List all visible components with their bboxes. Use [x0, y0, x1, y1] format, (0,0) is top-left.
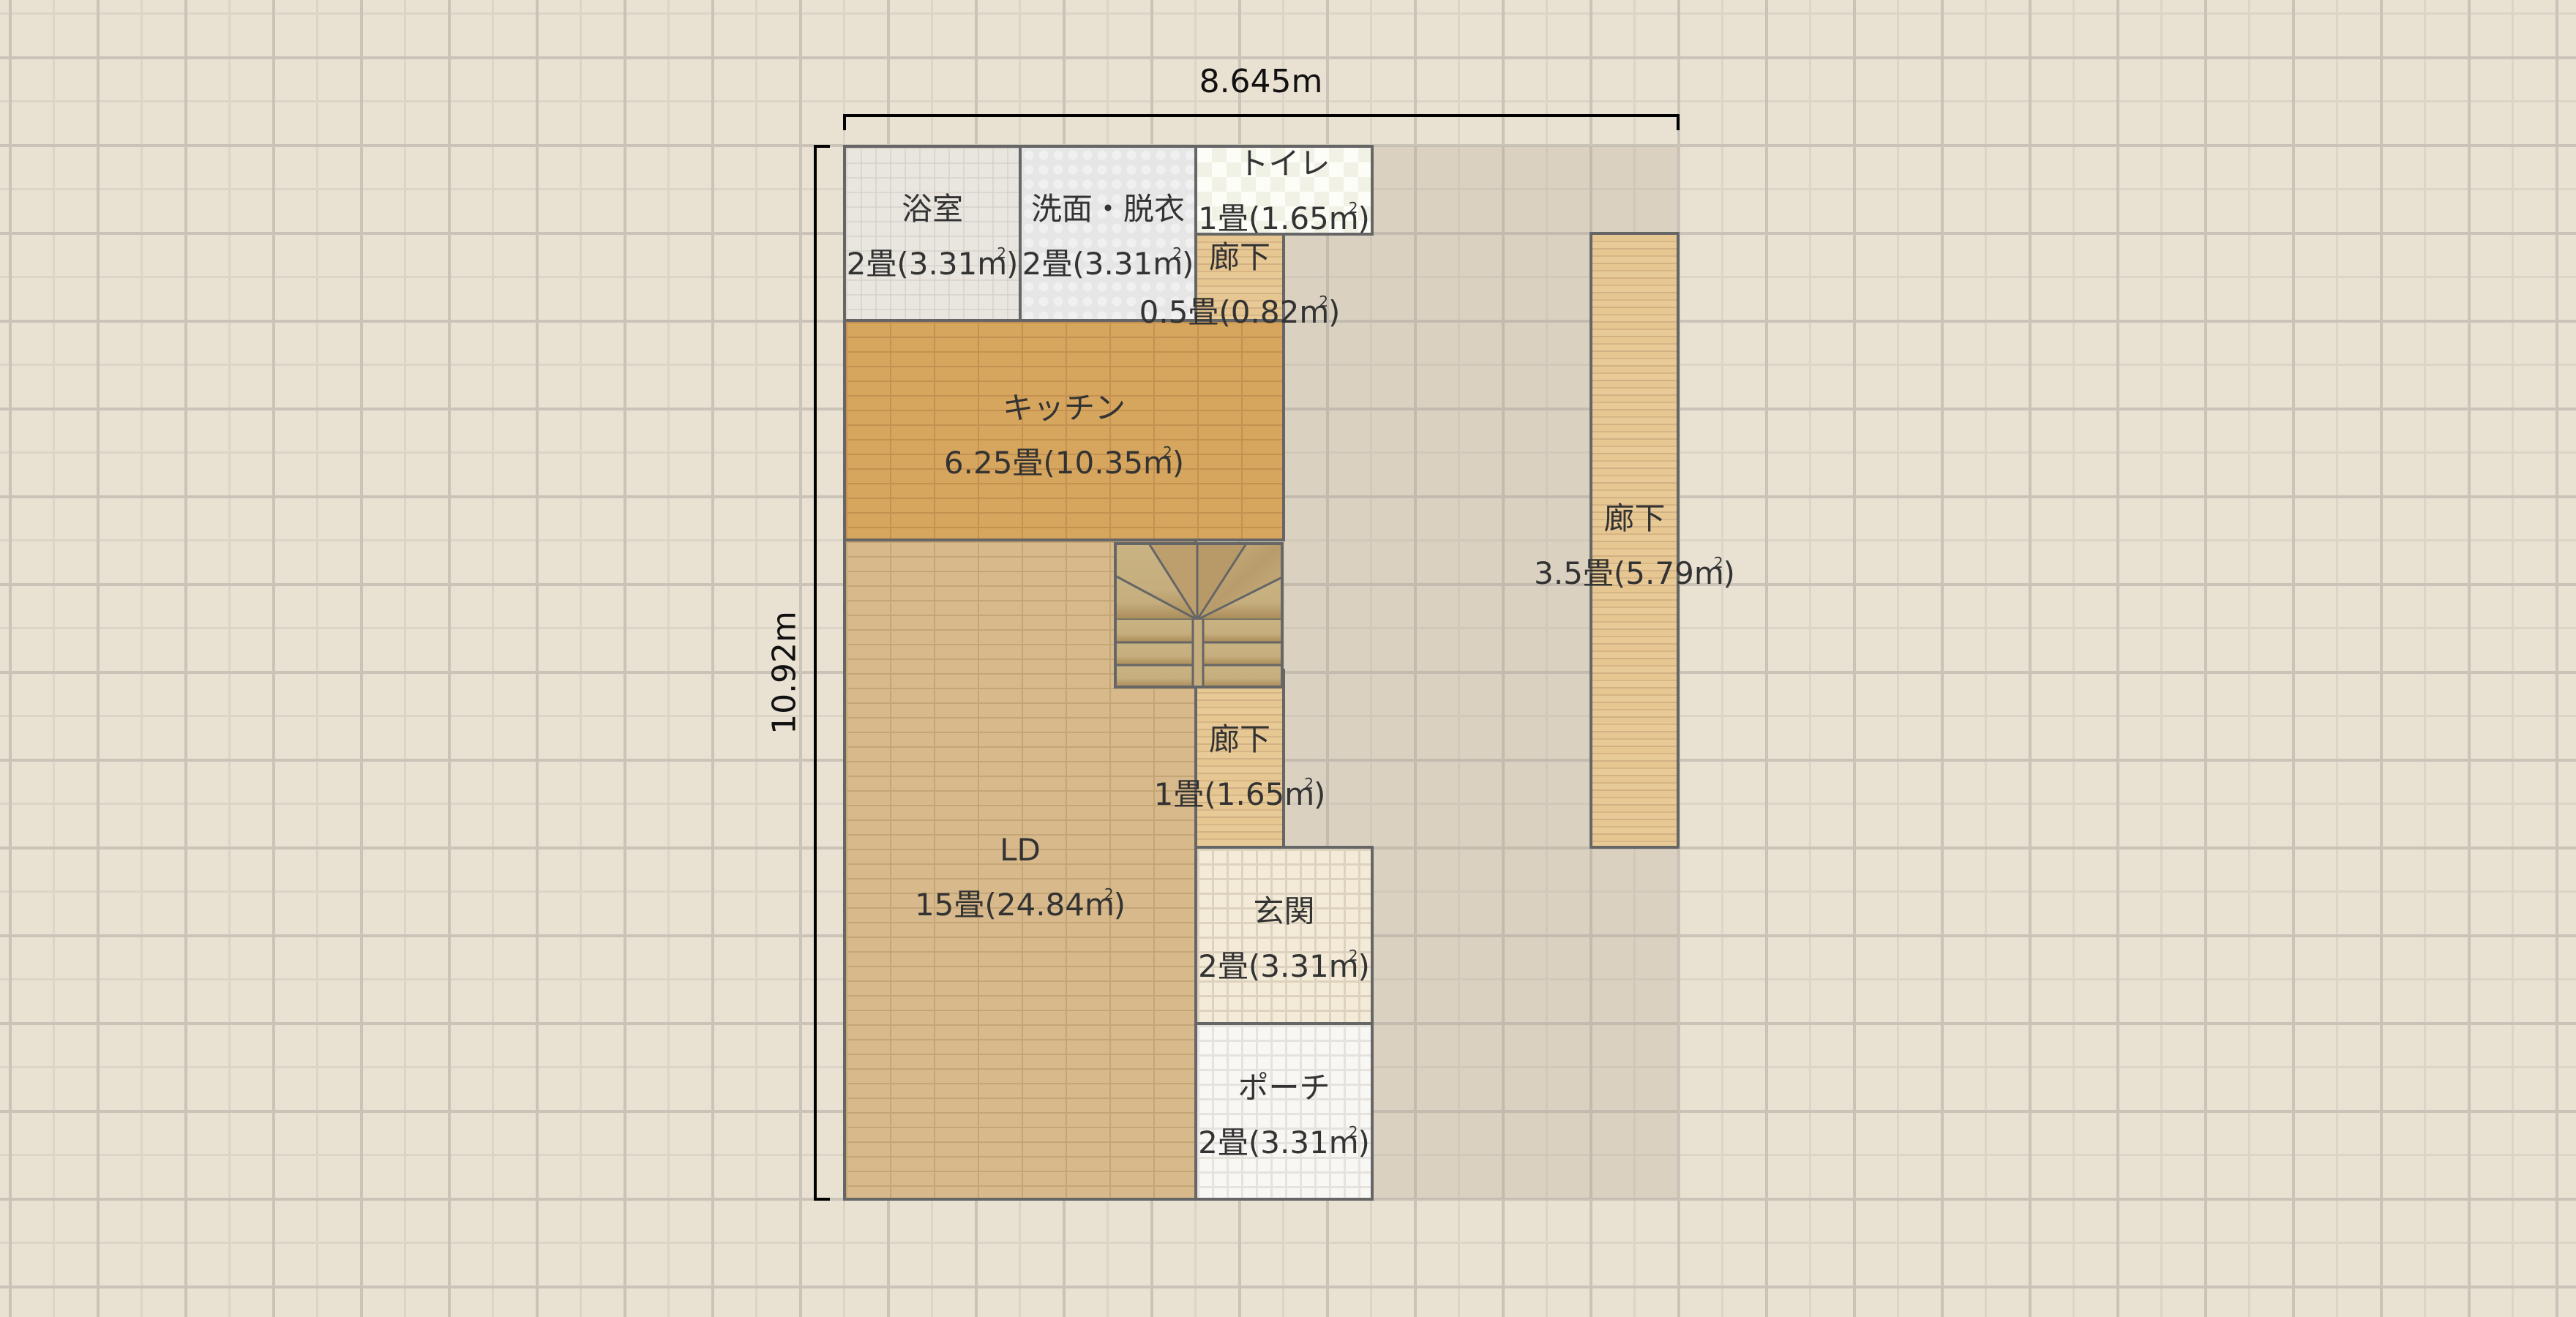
room-label: 洗面・脱衣 2畳(3.31m2)	[1022, 187, 1194, 286]
height-dimension-tick-bottom	[814, 1198, 830, 1201]
room-area: 6.25畳(10.35m2)	[943, 443, 1185, 481]
room-name: 洗面・脱衣	[1030, 191, 1185, 227]
width-dimension-tick-right	[1677, 114, 1680, 130]
room-area: 2畳(3.31m2)	[846, 244, 1019, 282]
room-kitchen[interactable]: キッチン 6.25畳(10.35m2)	[843, 319, 1285, 541]
room-label: 玄関 2畳(3.31m2)	[1197, 890, 1371, 988]
room-label: 浴室 2畳(3.31m2)	[846, 187, 1019, 286]
width-dimension-line	[843, 114, 1680, 117]
room-area: 2畳(3.31m2)	[1022, 244, 1194, 282]
room-porch[interactable]: ポーチ 2畳(3.31m2)	[1194, 1022, 1374, 1201]
height-dimension-line	[814, 145, 817, 1201]
room-area: 15畳(24.84m2)	[914, 885, 1126, 923]
room-bathroom[interactable]: 浴室 2畳(3.31m2)	[843, 145, 1022, 322]
room-name: 玄関	[1253, 893, 1315, 929]
room-label: トイレ 1畳(1.65m2)	[1197, 142, 1371, 241]
room-area: 2畳(3.31m2)	[1198, 1123, 1370, 1160]
width-dimension-label: 8.645m	[1199, 63, 1323, 100]
room-entrance[interactable]: 玄関 2畳(3.31m2)	[1194, 846, 1374, 1025]
height-dimension-label: 10.92m	[765, 611, 804, 735]
width-dimension-tick-left	[843, 114, 846, 130]
room-label: LD 15畳(24.84m2)	[846, 828, 1194, 927]
staircase[interactable]	[1114, 542, 1284, 688]
room-label: キッチン 6.25畳(10.35m2)	[846, 386, 1282, 485]
room-hallway-small[interactable]: 廊下 0.5畳(0.82m2)	[1139, 233, 1340, 330]
room-name: キッチン	[1002, 390, 1126, 426]
room-label: ポーチ 2畳(3.31m2)	[1197, 1066, 1371, 1165]
height-dimension-tick-top	[814, 145, 830, 148]
room-hallway-right[interactable]: 廊下 3.5畳(5.79m2)	[1534, 232, 1735, 849]
room-name: LD	[1000, 832, 1041, 868]
room-toilet[interactable]: トイレ 1畳(1.65m2)	[1194, 145, 1374, 236]
room-area: 2畳(3.31m2)	[1198, 947, 1370, 984]
room-name: ポーチ	[1238, 1070, 1330, 1106]
room-name: 浴室	[901, 191, 963, 227]
room-washroom[interactable]: 洗面・脱衣 2畳(3.31m2)	[1019, 145, 1197, 322]
room-hallway-mid[interactable]: 廊下 1畳(1.65m2)	[1154, 669, 1325, 849]
room-name: トイレ	[1238, 146, 1330, 181]
